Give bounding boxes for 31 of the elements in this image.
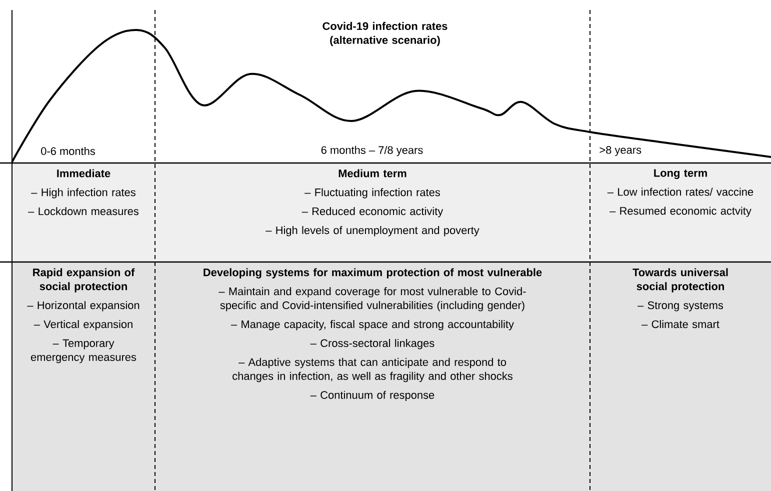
period-label: >8 years — [598, 145, 643, 157]
node-label: – Maintain and expand coverage for most vulnerable to Covid-specific and Covid-intensified vulnerabilities (including gender) — [218, 287, 526, 312]
node-label: Immediate — [57, 169, 110, 178]
node-label: – Climate smart — [642, 320, 720, 328]
node-label: – Low infection rates/ vaccine — [607, 188, 754, 196]
node-label: Developing systems for maximum protection of most vulnerable — [204, 268, 542, 278]
node-label: Towards universal social protection — [632, 268, 728, 292]
node-label: – Reduced economic activity — [302, 207, 444, 218]
table-cell: Immediate – High infection rates – Lockdown measures — [12, 163, 156, 262]
node-label: – Fluctuating infection rates — [304, 188, 440, 198]
table-cell: Long term – Low infection rates/ vaccine – Resumed economic actvity — [590, 163, 771, 262]
table-cell: Rapid expansion of social protection – Horizontal expansion – Vertical expansion – Temporary emergency measures — [12, 262, 156, 491]
node-label: – Strong systems — [638, 301, 724, 312]
node-label: – High levels of unemployment and poverty — [266, 226, 480, 236]
node-label: – Temporary emergency measures — [30, 339, 136, 364]
node-label: – Vertical expansion — [34, 320, 132, 330]
node-label: Medium term — [338, 169, 406, 178]
node-label: – Lockdown measures — [28, 207, 139, 216]
node-label: – Continuum of response — [310, 390, 434, 402]
table-cell: Towards universal social protection – Strong systems – Climate smart — [590, 262, 771, 491]
chart-title: Covid-19 infection rates (alternative scenario) — [322, 22, 448, 46]
node-label: – Resumed economic actvity — [610, 206, 752, 217]
node-label: Rapid expansion of social protection — [33, 268, 135, 292]
node-label: – Adaptive systems that can anticipate and respond to changes in infection, as well as fragility and other shocks — [232, 358, 512, 382]
period-label: 6 months – 7/8 years — [320, 144, 424, 158]
node-label: – Cross-sectoral linkages — [310, 338, 434, 350]
node-label: – High infection rates — [31, 188, 136, 198]
node-label: – Horizontal expansion — [27, 301, 140, 312]
period-label: 0-6 months — [40, 146, 96, 156]
node-label: – Manage capacity, fiscal space and strong accountability — [230, 320, 514, 330]
node-label: Long term — [654, 169, 707, 180]
